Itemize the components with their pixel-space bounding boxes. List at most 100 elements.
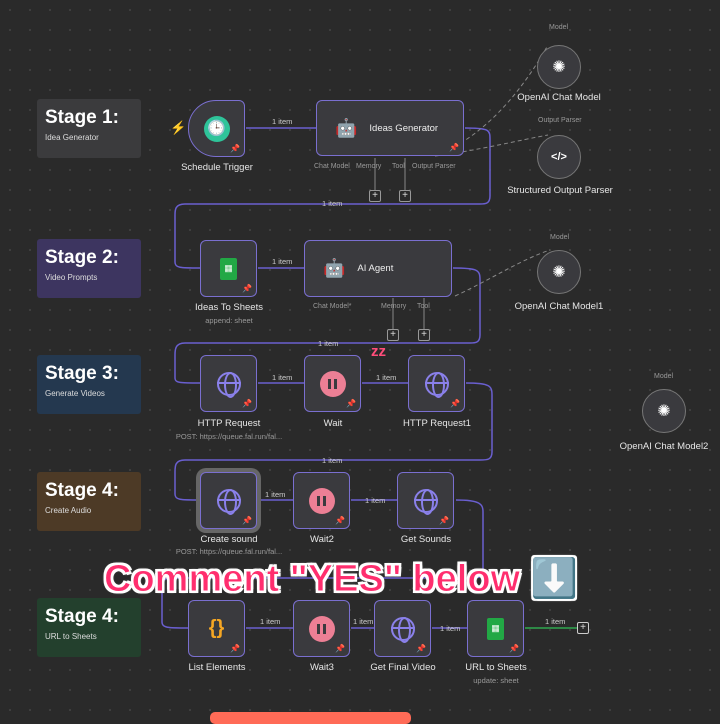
port-label: Tool xyxy=(392,163,405,170)
pin-icon: 📌 xyxy=(509,644,519,653)
edge-label: 1 item xyxy=(318,339,339,348)
port-label: Memory xyxy=(356,163,382,170)
globe-icon xyxy=(424,371,449,398)
structured-output-parser-node[interactable]: </> xyxy=(537,135,581,179)
node-subtitle: POST: https://queue.fal.run/fal... xyxy=(175,432,283,441)
openai-chat-model-node[interactable]: ✺ xyxy=(537,45,581,89)
get-final-video-node[interactable]: 📌 xyxy=(374,600,431,657)
pause-icon xyxy=(308,487,335,514)
pin-icon: 📌 xyxy=(335,644,345,653)
pause-icon xyxy=(308,615,335,642)
openai-icon: ✺ xyxy=(552,59,566,76)
node-label: Wait xyxy=(323,418,343,429)
stage-3-note[interactable]: Stage 3: Generate Videos xyxy=(37,355,141,414)
openai-icon: ✺ xyxy=(657,403,671,420)
node-label: Structured Output Parser xyxy=(507,185,613,196)
pin-icon: 📌 xyxy=(449,143,459,152)
node-subtitle: POST: https://queue.fal.run/fal... xyxy=(175,547,283,556)
edge-label: 1 item xyxy=(440,624,461,633)
add-node-button[interactable]: + xyxy=(577,622,589,634)
comment-banner: Comment "YES" below ⬇️ xyxy=(104,558,579,600)
stage-title: Stage 4: xyxy=(45,480,119,501)
edge-label: 1 item xyxy=(376,373,397,382)
code-braces-icon: {} xyxy=(208,617,225,639)
node-label: URL to Sheets xyxy=(465,662,527,673)
bottom-button[interactable] xyxy=(210,712,411,724)
globe-icon xyxy=(216,371,241,398)
port-label: Tool xyxy=(417,303,430,310)
port-label: Model xyxy=(549,24,569,31)
port-label: Memory xyxy=(381,303,407,310)
node-label: Ideas Generator xyxy=(369,122,439,134)
edge-label: 1 item xyxy=(322,456,343,465)
globe-icon xyxy=(390,616,415,643)
url-to-sheets-node[interactable]: ▦📌 xyxy=(467,600,524,657)
node-label: Wait2 xyxy=(310,534,334,545)
node-subtitle: update: sheet xyxy=(473,676,519,685)
edge-label: 1 item xyxy=(353,617,374,626)
http-request1-node[interactable]: 📌 xyxy=(408,355,465,412)
get-sounds-node[interactable]: 📌 xyxy=(397,472,454,529)
wait3-node[interactable]: 📌 xyxy=(293,600,350,657)
port-label: Model xyxy=(550,234,570,241)
stage-subtitle: Create Audio xyxy=(45,506,92,515)
openai-chat-model2-node[interactable]: ✺ xyxy=(642,389,686,433)
globe-icon xyxy=(216,488,241,515)
edge-label: 1 item xyxy=(365,496,386,505)
port-label: Model xyxy=(654,373,674,380)
node-label: Get Sounds xyxy=(400,534,452,545)
pin-icon: 📌 xyxy=(230,644,240,653)
pin-icon: 📌 xyxy=(242,399,252,408)
http-request-node[interactable]: 📌 xyxy=(200,355,257,412)
edge-label: 1 item xyxy=(272,117,293,126)
stage-2-note[interactable]: Stage 2: Video Prompts xyxy=(37,239,141,298)
code-icon: </> xyxy=(551,151,567,163)
edge-label: 1 item xyxy=(265,490,286,499)
openai-icon: ✺ xyxy=(552,264,566,281)
node-label: HTTP Request1 xyxy=(403,418,471,429)
schedule-trigger-node[interactable]: 🕒📌 xyxy=(188,100,245,157)
edge-label: 1 item xyxy=(272,373,293,382)
port-label: Output Parser xyxy=(538,117,582,124)
pin-icon: 📌 xyxy=(346,399,356,408)
stage-subtitle: URL to Sheets xyxy=(45,632,97,641)
add-tool-button[interactable]: + xyxy=(418,329,430,341)
stage-title: Stage 2: xyxy=(45,247,119,268)
node-label: Get Final Video xyxy=(370,662,436,673)
edge-label: 1 item xyxy=(545,617,566,626)
stage-subtitle: Generate Videos xyxy=(45,389,105,398)
wait-node[interactable]: 📌 xyxy=(304,355,361,412)
sleep-icon: zz xyxy=(371,343,386,360)
port-label: Chat Model xyxy=(314,163,350,170)
openai-chat-model1-node[interactable]: ✺ xyxy=(537,250,581,294)
node-label: Wait3 xyxy=(310,662,334,673)
pin-icon: 📌 xyxy=(416,644,426,653)
stage-4b-note[interactable]: Stage 4: URL to Sheets xyxy=(37,598,141,657)
lightning-icon: ⚡ xyxy=(170,120,187,135)
stage-title: Stage 3: xyxy=(45,363,119,384)
stage-4-note[interactable]: Stage 4: Create Audio xyxy=(37,472,141,531)
stage-subtitle: Video Prompts xyxy=(45,273,98,282)
node-label: List Elements xyxy=(188,662,246,673)
add-chat-model-button[interactable]: + xyxy=(387,329,399,341)
pin-icon: 📌 xyxy=(439,516,449,525)
stage-1-note[interactable]: Stage 1:Idea Generator xyxy=(37,99,141,158)
node-label: Create sound xyxy=(200,534,258,545)
node-label: OpenAI Chat Model2 xyxy=(619,441,709,452)
ai-agent-node[interactable]: 🤖AI Agent xyxy=(304,240,452,297)
google-sheets-icon: ▦ xyxy=(487,617,504,640)
ideas-generator-node[interactable]: 🤖Ideas Generator📌 xyxy=(316,100,464,156)
pin-icon: 📌 xyxy=(450,399,460,408)
create-sound-node[interactable]: 📌 xyxy=(200,472,257,529)
wait2-node[interactable]: 📌 xyxy=(293,472,350,529)
add-tool-button[interactable]: + xyxy=(399,190,411,202)
clock-icon: 🕒 xyxy=(203,115,230,142)
node-subtitle: append: sheet xyxy=(205,316,253,325)
ideas-to-sheets-node[interactable]: ▦📌 xyxy=(200,240,257,297)
list-elements-node[interactable]: {} 📌 xyxy=(188,600,245,657)
pause-icon xyxy=(319,370,346,397)
stage-title: Stage 4: xyxy=(45,606,119,627)
add-chat-model-button[interactable]: + xyxy=(369,190,381,202)
node-label: HTTP Request xyxy=(197,418,261,429)
